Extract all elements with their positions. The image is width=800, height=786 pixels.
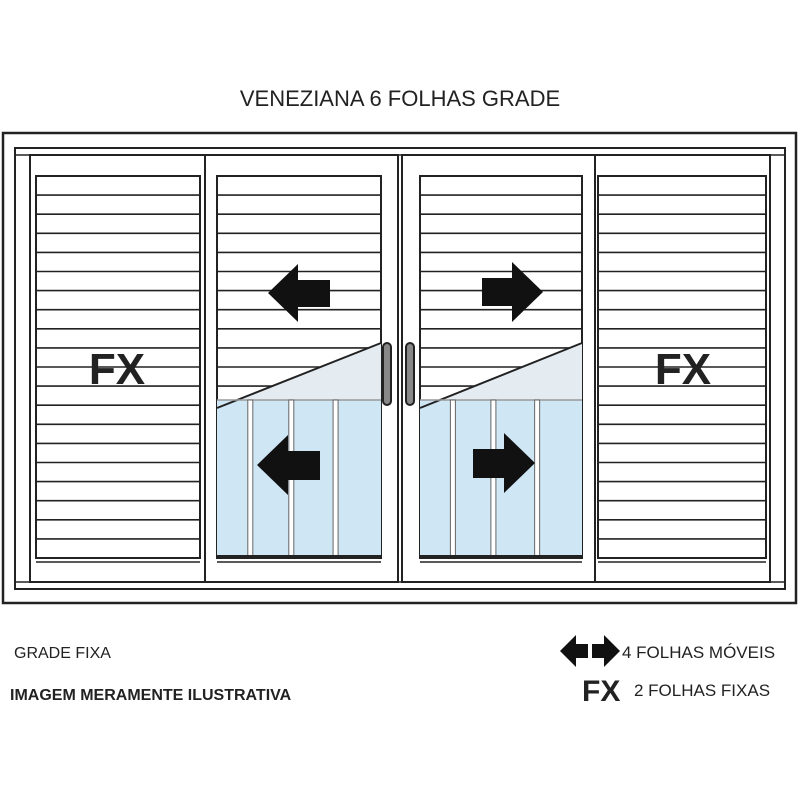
fixed-panel-label-right: FX	[655, 345, 711, 394]
panel-1-infill	[35, 175, 201, 559]
diagram-title: VENEZIANA 6 FOLHAS GRADE	[240, 86, 560, 111]
legend-fixed: FX 2 FOLHAS FIXAS	[582, 675, 770, 708]
handle-right	[405, 342, 415, 406]
sash-2	[204, 154, 399, 583]
double-arrow-icon	[560, 635, 588, 667]
sash-4	[594, 154, 771, 583]
outer-frame	[1, 131, 798, 605]
grille-bar	[534, 399, 541, 557]
arrow-left-icon	[268, 264, 330, 322]
legend-fixed-label: 2 FOLHAS FIXAS	[634, 681, 770, 700]
disclaimer-note: IMAGEM MERAMENTE ILUSTRATIVA	[10, 687, 292, 704]
inner-frame	[14, 147, 786, 590]
legend-fixed-symbol: FX	[582, 675, 620, 708]
handle-left	[382, 342, 392, 406]
arrow-right-icon	[473, 433, 535, 493]
grille-bar	[332, 399, 339, 557]
legend-moving-label: 4 FOLHAS MÓVEIS	[622, 643, 775, 662]
grille-bar	[247, 399, 254, 557]
arrow-left-icon	[257, 435, 320, 495]
grade-note: GRADE FIXA	[14, 645, 111, 662]
grille-bar	[449, 399, 456, 557]
arrow-right-icon	[482, 262, 543, 322]
fixed-panel-label-left: FX	[89, 345, 145, 394]
panel-4-infill	[597, 175, 767, 559]
legend-moving: 4 FOLHAS MÓVEIS	[560, 635, 775, 667]
